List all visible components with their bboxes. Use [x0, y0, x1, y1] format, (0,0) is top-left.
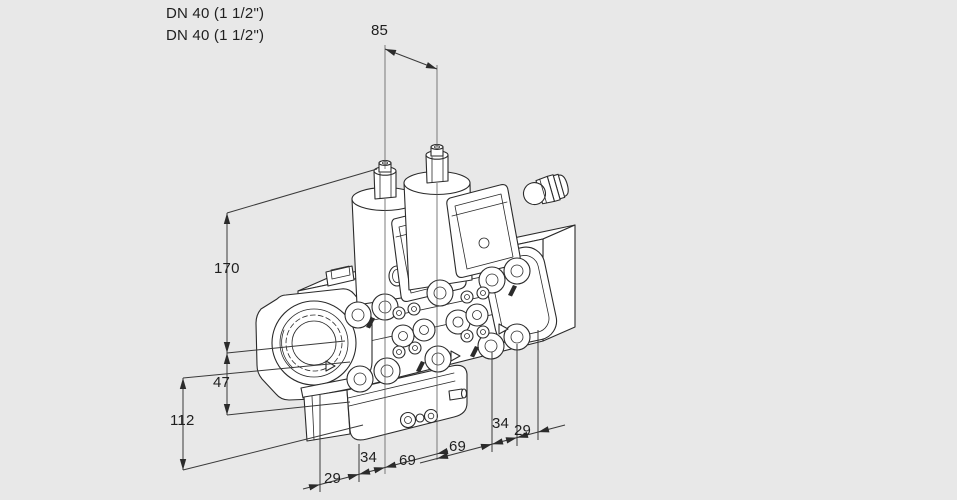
port-size-label-bottom: DN 40 (1 1/2") — [166, 27, 265, 44]
dimension-170 — [223, 168, 378, 354]
index-ticks — [366, 285, 517, 373]
dim-label-34-front: 34 — [360, 449, 378, 466]
dim-label-112: 112 — [170, 412, 195, 429]
dim-label-34-right: 34 — [492, 415, 510, 432]
centerlines — [384, 45, 438, 474]
test-nipple — [448, 388, 464, 401]
body-hardware — [325, 257, 531, 393]
solenoid-actuator-right — [403, 144, 521, 291]
dimension-chain-front — [302, 395, 449, 492]
bolt-row-bottom — [346, 323, 531, 393]
dim-label-69-right: 69 — [449, 438, 467, 455]
dim-label-29-front: 29 — [324, 470, 342, 487]
dim-label-85: 85 — [371, 22, 389, 39]
dim-label-69-front: 69 — [399, 452, 417, 469]
dim-label-170: 170 — [214, 260, 240, 277]
pressure-tap-ports — [391, 303, 489, 348]
cable-gland — [522, 173, 569, 206]
dimension-112 — [179, 361, 364, 471]
port-size-label-top: DN 40 (1 1/2") — [166, 5, 265, 22]
dimension-chain-right — [419, 330, 566, 464]
dim-label-47: 47 — [213, 374, 231, 391]
flow-direction-arrows — [325, 323, 509, 372]
dimension-85 — [384, 48, 438, 70]
dim-label-29-right: 29 — [514, 422, 532, 439]
dimension-47 — [223, 353, 351, 416]
bolt-row-top — [344, 257, 531, 329]
screws — [392, 286, 490, 359]
